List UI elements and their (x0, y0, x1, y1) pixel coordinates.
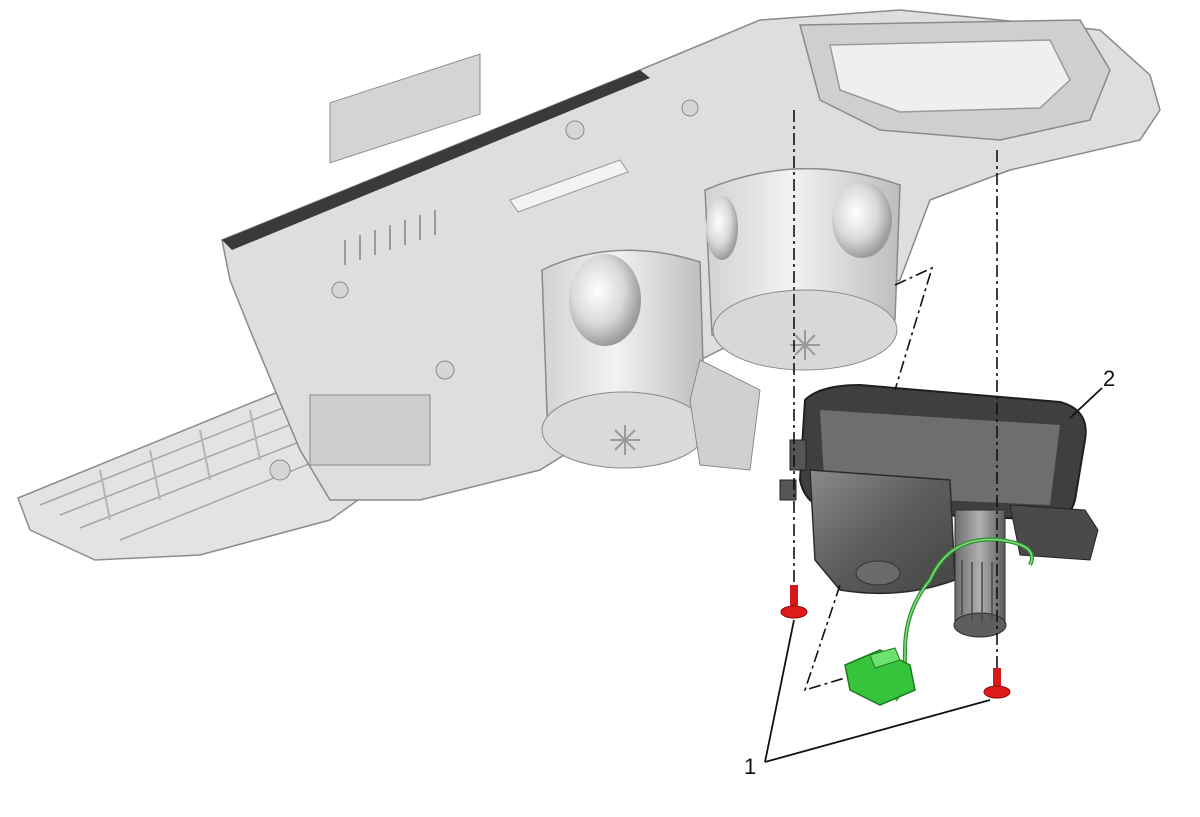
callout-1: 1 (744, 754, 756, 779)
console-rail-ridges (39, 344, 481, 541)
cup-holder-front-dome (569, 254, 641, 346)
leader-1-to-right-screw (764, 699, 991, 763)
console-connector-block (329, 53, 481, 164)
console-edge-strip (222, 70, 650, 250)
alignment-line-connector (803, 584, 846, 692)
callout-2: 2 (1103, 366, 1115, 391)
leader-1-to-left-screw (764, 619, 795, 763)
screw-right (983, 668, 1011, 699)
cup-holders (541, 167, 901, 471)
alignment-line-module-top (894, 266, 934, 391)
console-boss-1 (269, 459, 291, 481)
console-boss-4 (681, 99, 699, 117)
switch-module-side-connector (1009, 504, 1099, 561)
switch-module-assembly (779, 383, 1099, 638)
green-electrical-connector (844, 649, 916, 706)
cup-holder-rear-dome (832, 182, 892, 258)
console-boss-2 (435, 360, 455, 380)
fasteners (780, 585, 1011, 699)
wire-harness (844, 537, 1034, 706)
switch-module-clip-left (789, 439, 807, 471)
screw-left-head (780, 605, 808, 619)
console-boss-5 (331, 281, 349, 299)
screw-left (780, 585, 808, 619)
green-connector-latch (869, 647, 901, 669)
screw-right-head (983, 685, 1011, 699)
cup-holder-rear-dome-2 (706, 196, 738, 260)
alignment-lines (793, 110, 998, 692)
leader-lines (764, 387, 1103, 763)
switch-module-screw-boss (855, 560, 901, 586)
switch-module-knob-grip (961, 560, 993, 622)
cup-holder-front-vent (610, 425, 640, 455)
switch-module-clip-left-2 (779, 479, 797, 501)
console-slot (509, 159, 629, 213)
cup-holder-bracket (689, 359, 761, 471)
cup-holder-rear-vent (790, 330, 820, 360)
console-boss-3 (565, 120, 585, 140)
console-shift-opening (829, 39, 1071, 113)
console-lower-box (309, 394, 431, 466)
console-trim-panel (17, 9, 1161, 561)
switch-module-knob-cap (953, 612, 1007, 638)
console-rail-ribs (99, 394, 301, 521)
leader-2-to-module (1069, 387, 1103, 419)
screw-left-shank (790, 585, 798, 607)
console-connector-pins (344, 210, 436, 265)
screw-right-shank (993, 668, 1001, 688)
